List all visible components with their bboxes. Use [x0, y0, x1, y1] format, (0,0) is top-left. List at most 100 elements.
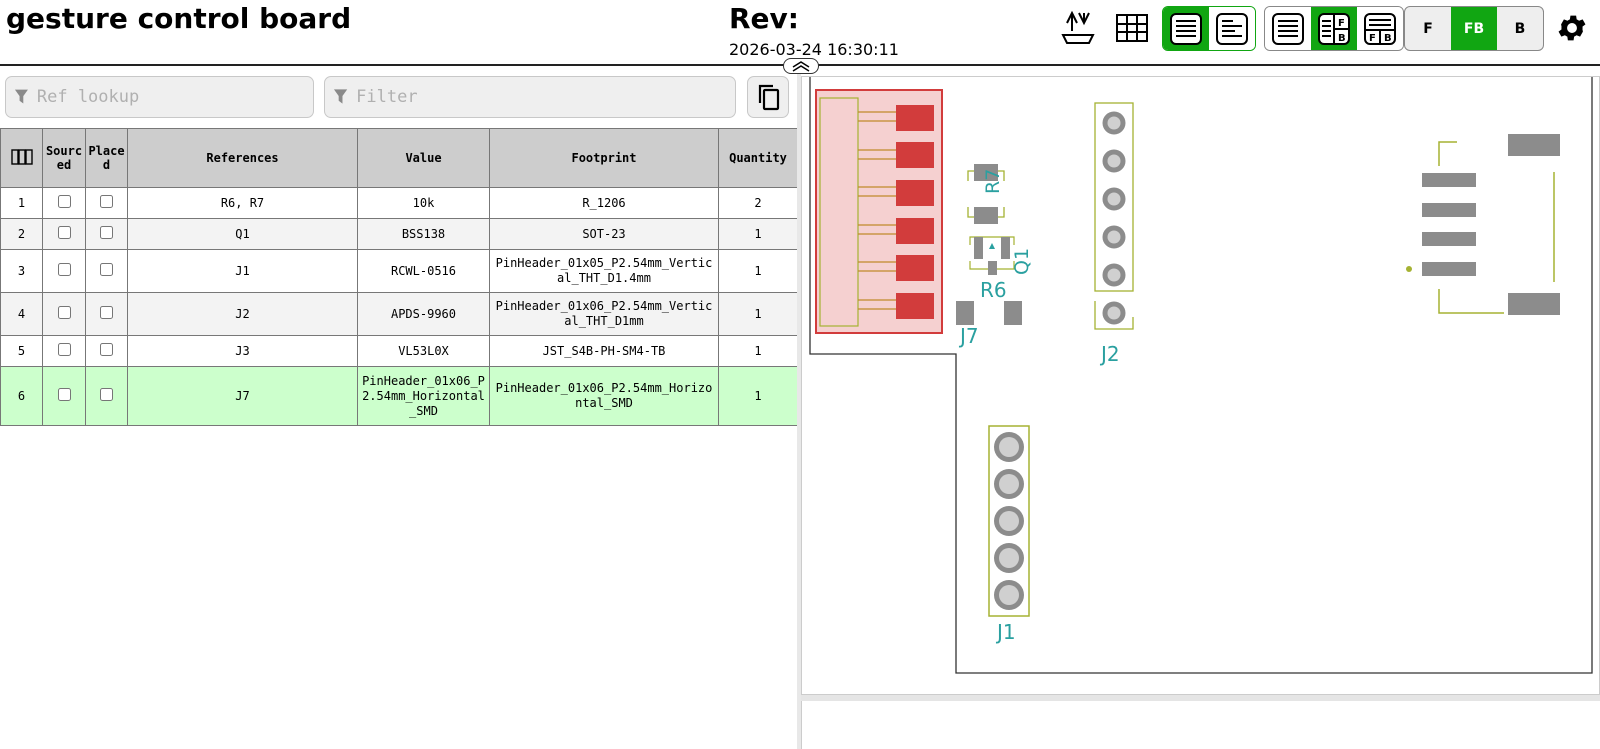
placed-header[interactable]: Placed: [85, 128, 128, 188]
pcb-panel: R7 Q1 R6 J7: [801, 68, 1600, 749]
columns-icon: [10, 148, 33, 165]
svg-text:B: B: [1338, 33, 1346, 44]
pcb-drawing[interactable]: R7 Q1 R6 J7: [802, 77, 1600, 696]
table-row[interactable]: 3 J1 RCWL-0516 PinHeader_01x05_P2.54mm_V…: [0, 249, 798, 293]
footprint-cell: PinHeader_01x06_P2.54mm_Vertical_THT_D1m…: [489, 292, 719, 336]
placed-checkbox[interactable]: [100, 262, 113, 276]
row-number: 2: [0, 218, 43, 250]
layout-group: F B F B: [1264, 6, 1404, 51]
value-cell: 10k: [357, 187, 490, 219]
placed-cell: [85, 249, 128, 293]
placed-checkbox[interactable]: [100, 225, 113, 239]
top-bar: gesture control board Rev: 2026-03-24 16…: [0, 0, 1600, 66]
table-row[interactable]: 4 J2 APDS-9960 PinHeader_01x06_P2.54mm_V…: [0, 292, 798, 336]
placed-checkbox[interactable]: [100, 387, 113, 401]
filter-icon: [14, 89, 28, 104]
j7-ref-label: J7: [958, 324, 979, 348]
quantity-cell: 2: [718, 187, 798, 219]
sourced-checkbox[interactable]: [57, 194, 71, 208]
j2-ref-label: J2: [1099, 342, 1120, 366]
sourced-checkbox[interactable]: [57, 262, 71, 276]
references-cell: J3: [127, 335, 358, 367]
table-row[interactable]: 2 Q1 BSS138 SOT-23 1: [0, 218, 798, 250]
placed-checkbox[interactable]: [100, 194, 113, 208]
footprint-cell: JST_S4B-PH-SM4-TB: [489, 335, 719, 367]
table-row[interactable]: 5 J3 VL53L0X JST_S4B-PH-SM4-TB 1: [0, 335, 798, 367]
chevron-up-icon: [792, 61, 810, 72]
dark-mode-toggle-icon[interactable]: [1058, 8, 1098, 48]
bom-grouped-button[interactable]: [1163, 7, 1209, 50]
copy-icon: [758, 84, 780, 111]
quantity-cell: 1: [718, 218, 798, 250]
collapse-toolbar-button[interactable]: [783, 58, 819, 74]
svg-text:F: F: [1338, 18, 1345, 29]
revision-date: 2026-03-24 16:30:11: [729, 40, 899, 59]
placed-cell: [85, 335, 128, 367]
bom-mode-group: [1162, 6, 1256, 51]
footprint-r7: R7: [967, 164, 1005, 224]
column-chooser-header[interactable]: [0, 128, 43, 188]
back-layer-canvas[interactable]: [801, 701, 1600, 749]
references-cell: R6, R7: [127, 187, 358, 219]
footprint-q1: Q1: [969, 236, 1033, 275]
grid-icon[interactable]: [1112, 8, 1152, 48]
bom-top-fb-button[interactable]: F B: [1357, 7, 1403, 50]
placed-cell: [85, 218, 128, 250]
references-cell: J1: [127, 249, 358, 293]
filter-box: [324, 76, 736, 118]
footprint-cell: R_1206: [489, 187, 719, 219]
horizontal-split-handle[interactable]: [801, 695, 1600, 701]
settings-gear-icon[interactable]: [1552, 8, 1592, 48]
placed-cell: [85, 366, 128, 426]
references-header[interactable]: References: [127, 128, 358, 188]
row-number: 5: [0, 335, 43, 367]
j1-ref-label: J1: [995, 620, 1016, 644]
ref-lookup-input[interactable]: [34, 86, 313, 108]
value-cell: APDS-9960: [357, 292, 490, 336]
layer-front-button[interactable]: F: [1423, 20, 1433, 37]
pcb-canvas[interactable]: R7 Q1 R6 J7: [801, 76, 1600, 695]
references-cell: J7: [127, 366, 358, 426]
sourced-cell: [42, 292, 86, 336]
r6-ref-label: R6: [980, 278, 1007, 302]
layer-group: F FB B: [1404, 6, 1544, 51]
bom-only-button[interactable]: [1265, 7, 1311, 50]
sourced-checkbox[interactable]: [57, 387, 71, 401]
quantity-header[interactable]: Quantity: [718, 128, 798, 188]
sourced-header[interactable]: Sourced: [42, 128, 86, 188]
row-number: 3: [0, 249, 43, 293]
quantity-cell: 1: [718, 292, 798, 336]
value-cell: PinHeader_01x06_P2.54mm_Horizontal_SMD: [357, 366, 490, 426]
filter-icon: [333, 89, 348, 104]
sourced-cell: [42, 335, 86, 367]
layer-back-button[interactable]: B: [1514, 20, 1526, 37]
placed-checkbox[interactable]: [100, 305, 113, 319]
quantity-cell: 1: [718, 249, 798, 293]
table-row-selected[interactable]: 6 J7 PinHeader_01x06_P2.54mm_Horizontal_…: [0, 366, 798, 426]
placed-cell: [85, 187, 128, 219]
layer-both-button[interactable]: FB: [1451, 7, 1497, 50]
table-row[interactable]: 1 R6, R7 10k R_1206 2: [0, 187, 798, 219]
board-outline: [809, 77, 1593, 674]
filter-input[interactable]: [354, 86, 735, 108]
vertical-split-handle[interactable]: [797, 68, 801, 749]
placed-checkbox[interactable]: [100, 342, 113, 356]
sourced-cell: [42, 187, 86, 219]
value-cell: RCWL-0516: [357, 249, 490, 293]
sourced-checkbox[interactable]: [57, 225, 71, 239]
footprint-cell: PinHeader_01x06_P2.54mm_Horizontal_SMD: [489, 366, 719, 426]
bom-left-fb-button[interactable]: F B: [1311, 7, 1357, 50]
sourced-cell: [42, 218, 86, 250]
sourced-checkbox[interactable]: [57, 342, 71, 356]
row-number: 1: [0, 187, 43, 219]
q1-ref-label: Q1: [1011, 248, 1033, 275]
row-number: 4: [0, 292, 43, 336]
footprint-j1: J1: [988, 425, 1030, 644]
value-header[interactable]: Value: [357, 128, 490, 188]
board-title: gesture control board: [6, 2, 352, 35]
footprint-header[interactable]: Footprint: [489, 128, 719, 188]
svg-text:B: B: [1384, 33, 1392, 44]
sourced-checkbox[interactable]: [57, 305, 71, 319]
bom-ungrouped-button[interactable]: [1209, 7, 1255, 50]
copy-bom-button[interactable]: [747, 76, 789, 118]
